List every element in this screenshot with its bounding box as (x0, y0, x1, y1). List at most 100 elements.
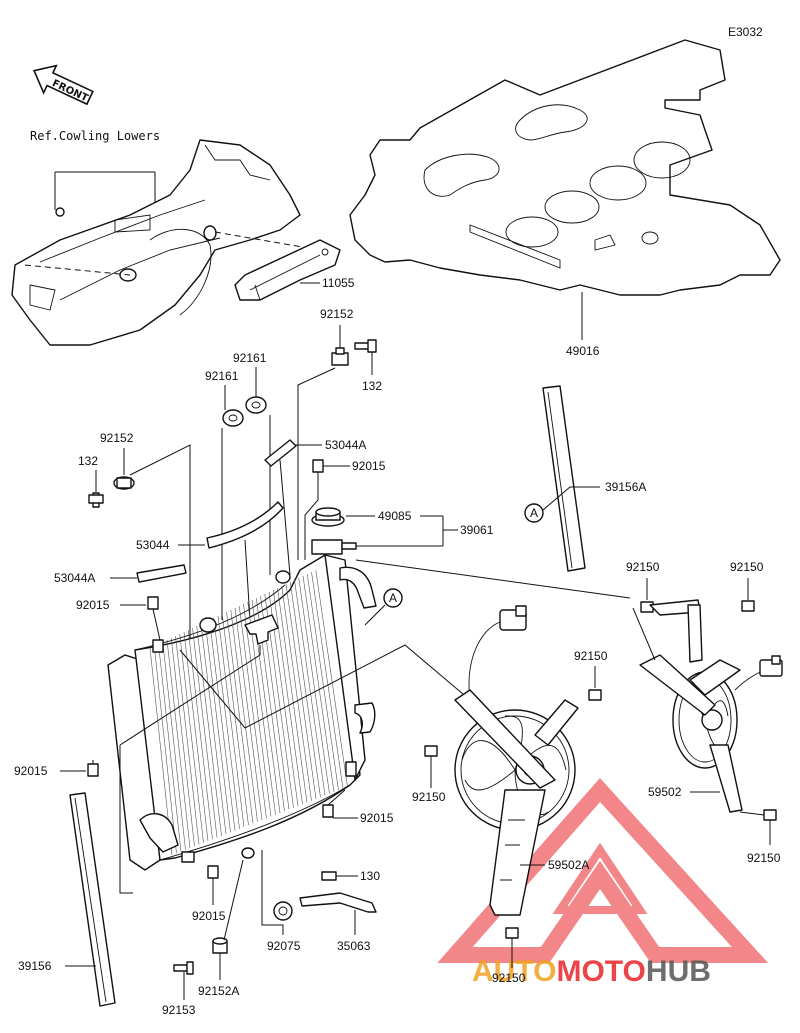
radiator-fin (213, 617, 240, 829)
radiator-fin (298, 577, 330, 794)
radiator-fin (238, 605, 267, 819)
svg-text:AUTOMOTOHUB: AUTOMOTOHUB (472, 955, 711, 988)
grommet-92152-top (331, 347, 349, 366)
label-59502: 59502 (648, 785, 682, 799)
bolt-132-top (354, 339, 377, 353)
radiator-fin (162, 641, 186, 850)
nut-92150-d (424, 745, 438, 757)
label-132-top: 132 (362, 379, 382, 393)
label-53044A-left: 53044A (54, 571, 95, 585)
radiator-fin (183, 631, 209, 842)
label-92150-c: 92150 (574, 649, 608, 663)
radiator-fin (289, 581, 321, 798)
label-92161-b: 92161 (233, 351, 267, 365)
radiator-fin (311, 571, 344, 789)
label-35063: 35063 (337, 939, 371, 953)
label-39061: 39061 (460, 523, 494, 537)
label-49016: 49016 (566, 344, 600, 358)
radiator-fin (226, 611, 254, 824)
radiator-fin (166, 639, 191, 849)
diagram-code: E3032 (728, 25, 763, 39)
radiator-fin (230, 609, 258, 822)
radiator-fin (217, 615, 245, 828)
nut-92150-e (763, 809, 777, 821)
label-49085: 49085 (378, 509, 412, 523)
label-92150-b: 92150 (730, 560, 764, 574)
bolt-92153 (173, 961, 194, 975)
nut-92150-f (505, 927, 519, 939)
bracket-35063 (299, 892, 377, 913)
label-92152A: 92152A (198, 984, 239, 998)
label-92152-top: 92152 (320, 307, 354, 321)
filler-neck-39061 (311, 539, 357, 555)
radiator-core (107, 554, 377, 871)
grommet-92152A (212, 937, 228, 954)
radiator-fin (179, 633, 204, 843)
label-92150-a: 92150 (626, 560, 660, 574)
cowling-lower-part (11, 139, 301, 346)
label-39156: 39156 (18, 959, 52, 973)
radiator-fin (204, 621, 231, 833)
label-92015-top: 92015 (352, 459, 386, 473)
svg-text:A: A (389, 591, 397, 605)
callout-a-right (524, 503, 544, 523)
automotohub-logo (437, 777, 769, 963)
clip-92015-right (322, 804, 334, 818)
label-92152-left: 92152 (100, 431, 134, 445)
label-92150-f: 92150 (492, 971, 526, 985)
radiator-fin (196, 625, 222, 836)
radiator-fin (281, 585, 312, 801)
label-92015-mid: 92015 (14, 764, 48, 778)
radiator-fin (153, 645, 177, 854)
front-arrow-icon: FRONT (32, 64, 94, 106)
radiator-fin (221, 613, 249, 826)
bolt-130 (321, 871, 337, 881)
label-11055: 11055 (322, 276, 355, 290)
radiator-fin (272, 589, 303, 805)
radiator-fin (315, 569, 348, 787)
clip-92015-top (312, 459, 324, 473)
hose-53044A-left (136, 564, 187, 583)
radiator-fin (294, 579, 326, 796)
label-92015-left: 92015 (76, 598, 110, 612)
radiator-fin (170, 637, 195, 847)
seal-strip-39156 (69, 792, 116, 1007)
clip-92015-left (147, 596, 159, 610)
bolt-132-left (88, 492, 104, 508)
cooling-fan-59502A (454, 605, 579, 916)
radiator-fin (243, 603, 272, 817)
label-39156A: 39156A (605, 480, 646, 494)
grommet-92075 (273, 901, 293, 921)
radiator-fin (234, 607, 263, 821)
label-59502A: 59502A (548, 858, 589, 872)
label-130: 130 (360, 869, 380, 883)
radiator-fin (277, 587, 308, 803)
seal-strip-39156A (542, 385, 586, 572)
label-92153: 92153 (162, 1003, 196, 1017)
label-92015-right: 92015 (360, 811, 394, 825)
radiator-fin (209, 619, 236, 831)
radiator-fin (285, 583, 317, 800)
label-53044A-top: 53044A (325, 438, 366, 452)
clip-92015-mid (87, 763, 99, 777)
cooling-fan-59502 (639, 599, 783, 813)
nut-92150-c (588, 689, 602, 701)
ref-note: Ref.Cowling Lowers (30, 129, 160, 143)
radiator-fin (302, 575, 335, 793)
insulator-sheet-49016 (349, 39, 781, 296)
grommet-92161-a (222, 409, 244, 427)
label-132-left: 132 (78, 454, 98, 468)
label-92015-bottom: 92015 (192, 909, 226, 923)
grommet-92161-b (245, 396, 267, 414)
clip-92015-bottom (207, 865, 219, 879)
radiator-fin (158, 643, 182, 852)
callout-a-left (383, 588, 403, 608)
radiator-fin (192, 627, 218, 838)
label-53044: 53044 (136, 538, 170, 552)
grommet-92152-left (113, 476, 135, 490)
label-92150-e: 92150 (747, 851, 781, 865)
radiator-cap-49085 (311, 507, 345, 527)
radiator-fin (306, 573, 339, 791)
bracket-11055 (234, 239, 341, 301)
hose-53044 (206, 501, 284, 549)
